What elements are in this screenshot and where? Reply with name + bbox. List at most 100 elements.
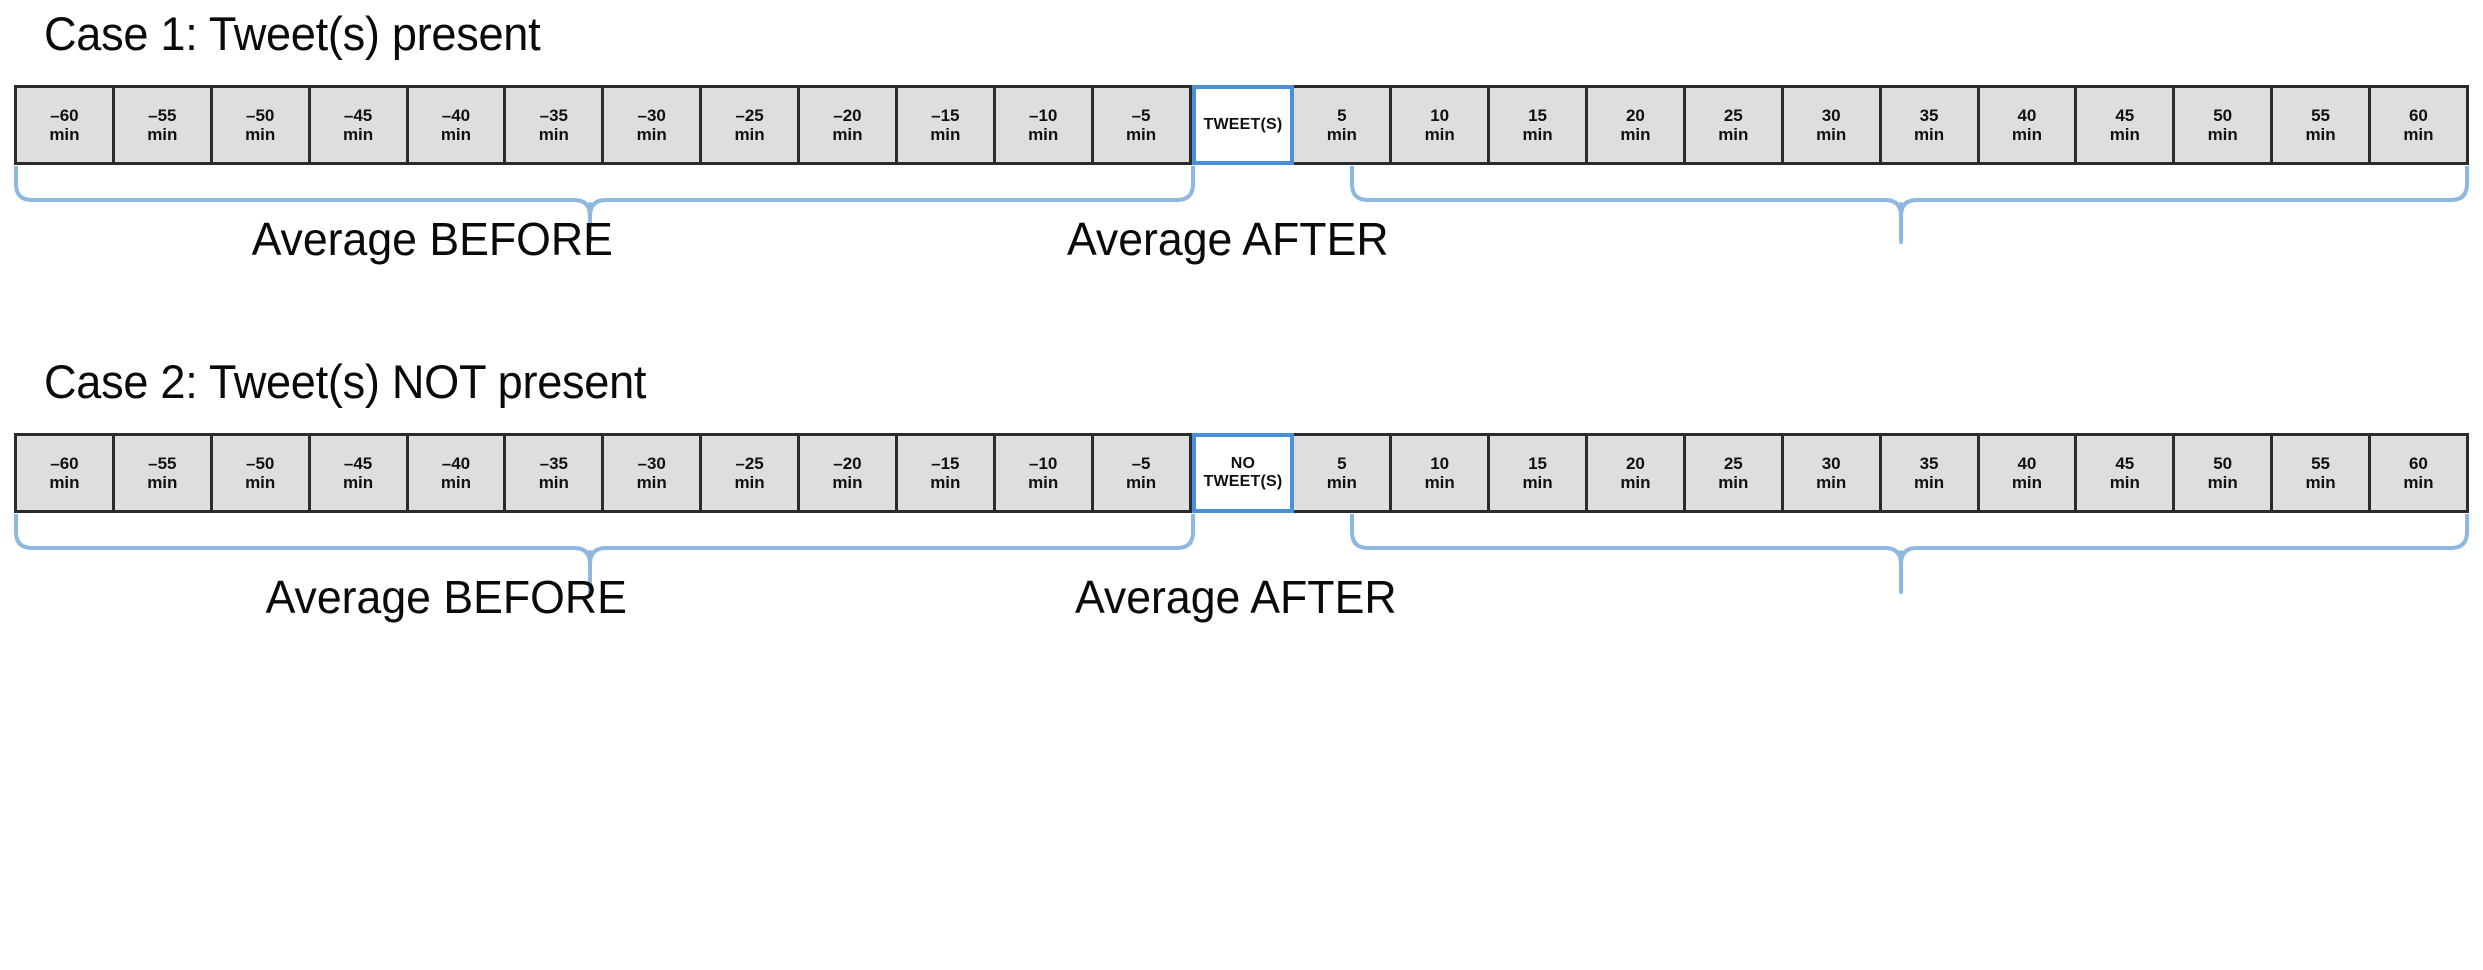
cell-unit: min — [147, 473, 178, 492]
cell-value: 30 — [1821, 453, 1841, 473]
cell-unit: min — [440, 125, 472, 144]
cell-value: –30 — [637, 453, 666, 473]
cell-value: 10 — [1430, 453, 1450, 473]
cell-value: 45 — [2115, 105, 2135, 125]
brace-after-path — [1350, 166, 2469, 218]
brace-before-path — [14, 166, 1195, 218]
cell-value: –40 — [441, 105, 471, 125]
cell-value: 5 — [1337, 453, 1347, 473]
cell-value: –45 — [343, 105, 373, 125]
cell-value: 5 — [1337, 105, 1347, 125]
cell-unit: min — [734, 473, 765, 492]
cell-value: 25 — [1723, 453, 1743, 473]
cell-value: 10 — [1430, 105, 1450, 125]
case-2-title: Case 2: Tweet(s) NOT present — [44, 355, 647, 408]
cell-unit: min — [930, 125, 961, 144]
cell-unit: min — [1028, 473, 1059, 492]
cell-unit: min — [1913, 473, 1945, 492]
cell-unit: min — [1326, 473, 1357, 492]
cell-value: 40 — [2017, 105, 2037, 125]
cell-value: 45 — [2115, 453, 2135, 473]
cell-value: –10 — [1029, 105, 1058, 125]
cell-value: –50 — [246, 453, 275, 473]
cell-unit: min — [2109, 125, 2140, 144]
cell-unit: min — [1718, 125, 1749, 144]
cell-value: –35 — [539, 453, 568, 473]
event-cell-tweets: TWEET(S) — [1191, 85, 1295, 165]
cell-unit: min — [245, 473, 276, 492]
average-before-label: Average BEFORE — [265, 571, 627, 623]
cell-value: 55 — [2311, 105, 2331, 125]
cell-value: 35 — [1919, 453, 1939, 473]
cell-unit: min — [2403, 125, 2434, 144]
cell-unit: min — [2207, 473, 2238, 492]
cell-unit: min — [930, 473, 961, 492]
cell-unit: min — [1816, 473, 1847, 492]
cell-unit: min — [49, 125, 80, 144]
cell-unit: min — [2109, 473, 2140, 492]
event-cell-line1: NO — [1230, 455, 1256, 473]
cell-value: 60 — [2408, 105, 2428, 125]
cell-unit: min — [2403, 473, 2434, 492]
cell-value: 20 — [1625, 453, 1645, 473]
cell-unit: min — [832, 125, 863, 144]
cell-unit: min — [1424, 125, 1455, 144]
cell-unit: min — [1522, 125, 1553, 144]
cell-unit: min — [636, 473, 667, 492]
cell-value: –55 — [148, 453, 177, 473]
cell-value: 15 — [1528, 105, 1548, 125]
cell-unit: min — [2011, 473, 2043, 492]
cell-unit: min — [342, 125, 374, 144]
cell-unit: min — [734, 125, 765, 144]
cell-unit: min — [2305, 473, 2336, 492]
cell-value: –35 — [539, 105, 568, 125]
cell-value: 50 — [2213, 105, 2233, 125]
cell-unit: min — [1125, 125, 1157, 144]
cell-value: –30 — [637, 105, 666, 125]
cell-unit: min — [1125, 473, 1157, 492]
cell-unit: min — [1326, 125, 1357, 144]
cell-unit: min — [342, 473, 374, 492]
case-1-title: Case 1: Tweet(s) present — [44, 7, 541, 60]
cell-value: –5 — [1131, 105, 1151, 125]
cell-value: –40 — [441, 453, 471, 473]
cell-value: 20 — [1625, 105, 1645, 125]
cell-unit: min — [49, 473, 80, 492]
cell-unit: min — [147, 125, 178, 144]
cell-unit: min — [2207, 125, 2238, 144]
brace-after-path — [1350, 514, 2469, 566]
